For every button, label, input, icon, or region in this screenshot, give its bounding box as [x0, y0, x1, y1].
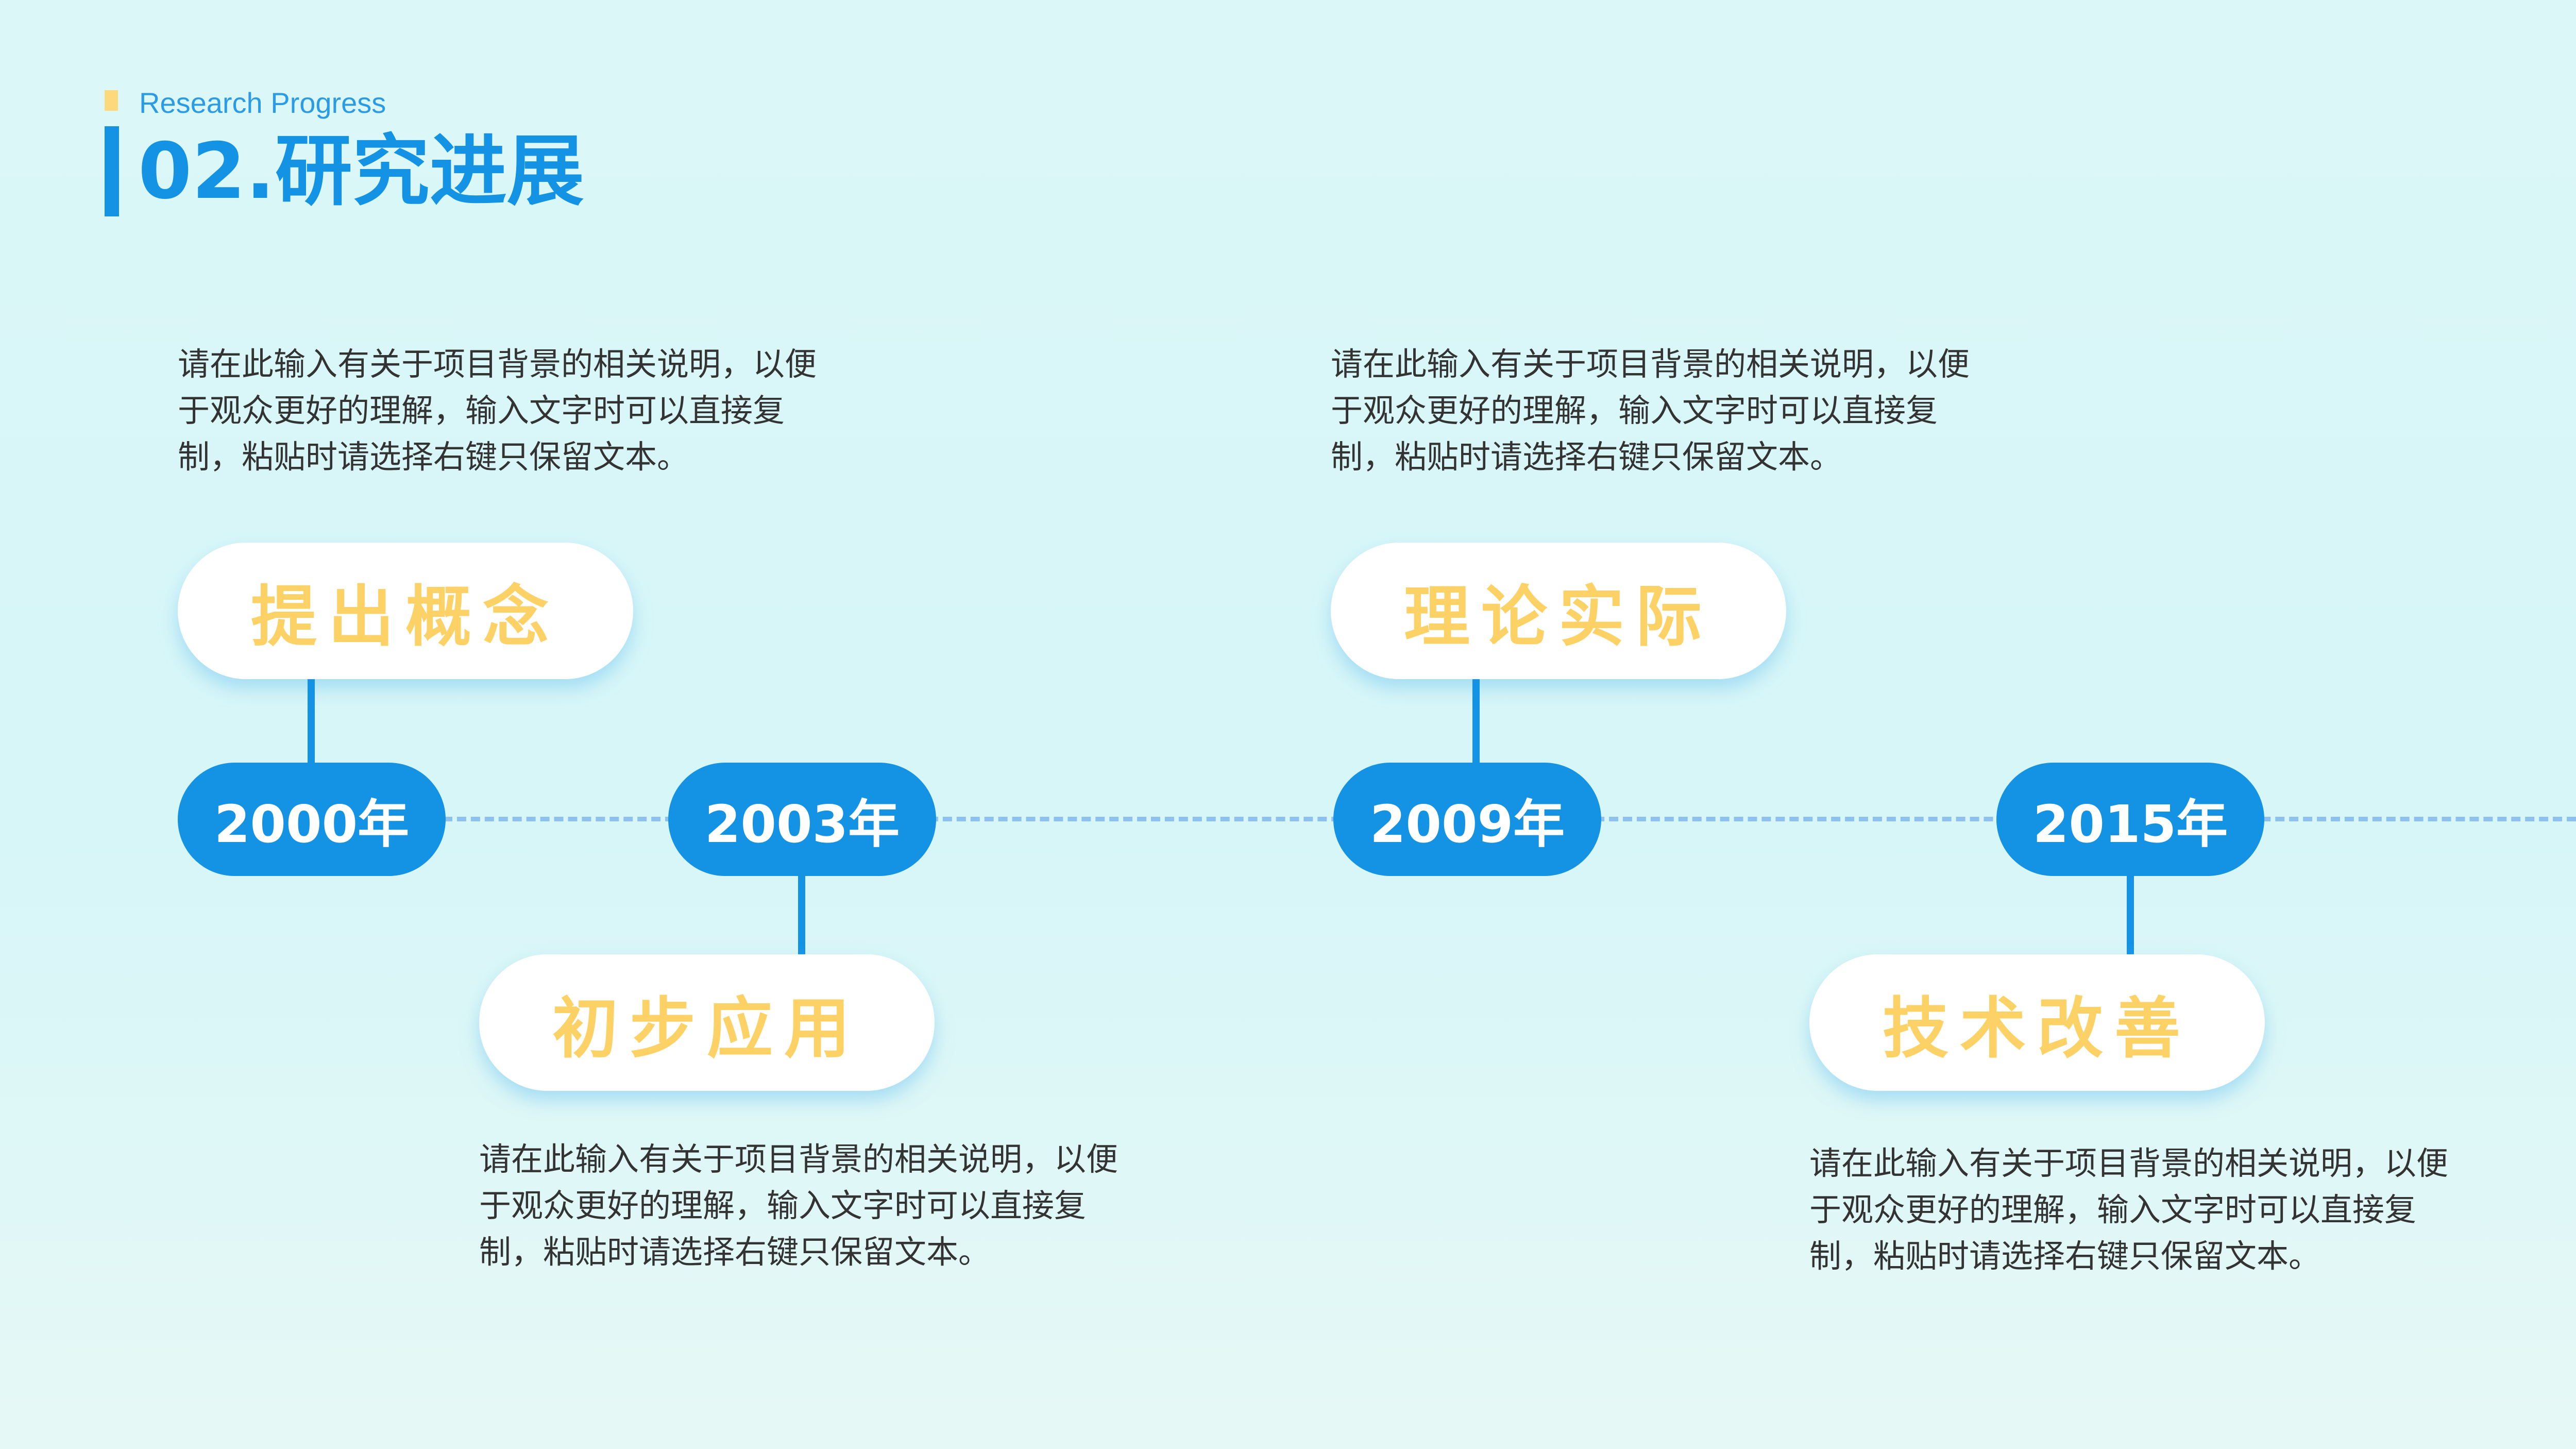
header-accent-mark	[105, 90, 118, 111]
milestone-label-2000: 提出概念	[178, 543, 633, 679]
milestone-connector-2003	[798, 876, 805, 954]
year-badge-2003: 2003年	[668, 763, 936, 876]
milestone-label-2009: 理论实际	[1331, 543, 1786, 679]
milestone-description-2003: 请在此输入有关于项目背景的相关说明，以便于观众更好的理解，输入文字时可以直接复制…	[479, 1140, 1118, 1271]
milestone-connector-2009	[1472, 679, 1480, 763]
milestone-description-2015: 请在此输入有关于项目背景的相关说明，以便于观众更好的理解，输入文字时可以直接复制…	[1809, 1144, 2449, 1275]
section-subtitle: Research Progress	[139, 87, 386, 119]
milestone-description-2009: 请在此输入有关于项目背景的相关说明，以便于观众更好的理解，输入文字时可以直接复制…	[1331, 345, 1970, 476]
year-badge-2015: 2015年	[1996, 763, 2264, 876]
milestone-connector-2000	[308, 679, 315, 763]
page-title: 02.研究进展	[138, 127, 584, 216]
title-accent-bar	[105, 126, 119, 216]
milestone-label-2003: 初步应用	[479, 954, 935, 1091]
year-badge-2000: 2000年	[178, 763, 446, 876]
milestone-label-2015: 技术改善	[1809, 954, 2265, 1091]
milestone-description-2000: 请在此输入有关于项目背景的相关说明，以便于观众更好的理解，输入文字时可以直接复制…	[178, 345, 817, 476]
year-badge-2009: 2009年	[1333, 763, 1601, 876]
milestone-connector-2015	[2127, 876, 2134, 954]
